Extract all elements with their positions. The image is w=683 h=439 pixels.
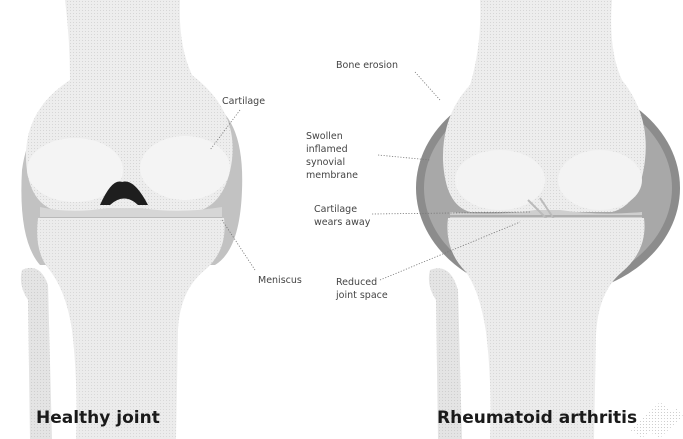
label-bone-erosion: Bone erosion: [336, 60, 398, 71]
label-meniscus: Meniscus: [258, 275, 302, 286]
caption-rheumatoid-arthritis: Rheumatoid arthritis: [437, 408, 637, 428]
label-cartilage: Cartilage: [222, 96, 265, 107]
label-joint-space-line-1: Reduced: [336, 277, 377, 288]
watermark-mark: [630, 402, 683, 438]
healthy-cartilage-right: [140, 136, 230, 200]
label-synovial-line-3: synovial: [306, 157, 345, 168]
caption-healthy-joint: Healthy joint: [36, 408, 160, 428]
ra-tibia-shading: [447, 218, 644, 439]
label-synovial-line-4: membrane: [306, 170, 358, 181]
healthy-joint-illustration: [21, 0, 242, 439]
healthy-tibia-shading: [37, 218, 224, 439]
ra-condyle-right: [558, 150, 642, 210]
label-synovial-line-2: inflamed: [306, 144, 348, 155]
label-synovial-line-1: Swollen: [306, 131, 343, 142]
label-joint-space-line-2: joint space: [335, 290, 388, 301]
bone-erosion-leader-line: [415, 72, 440, 100]
label-cartilage-wear-line-1: Cartilage: [314, 204, 357, 215]
label-cartilage-wear-line-2: wears away: [314, 217, 371, 228]
ra-condyle-left: [455, 150, 545, 210]
ra-joint-illustration: [416, 0, 680, 439]
